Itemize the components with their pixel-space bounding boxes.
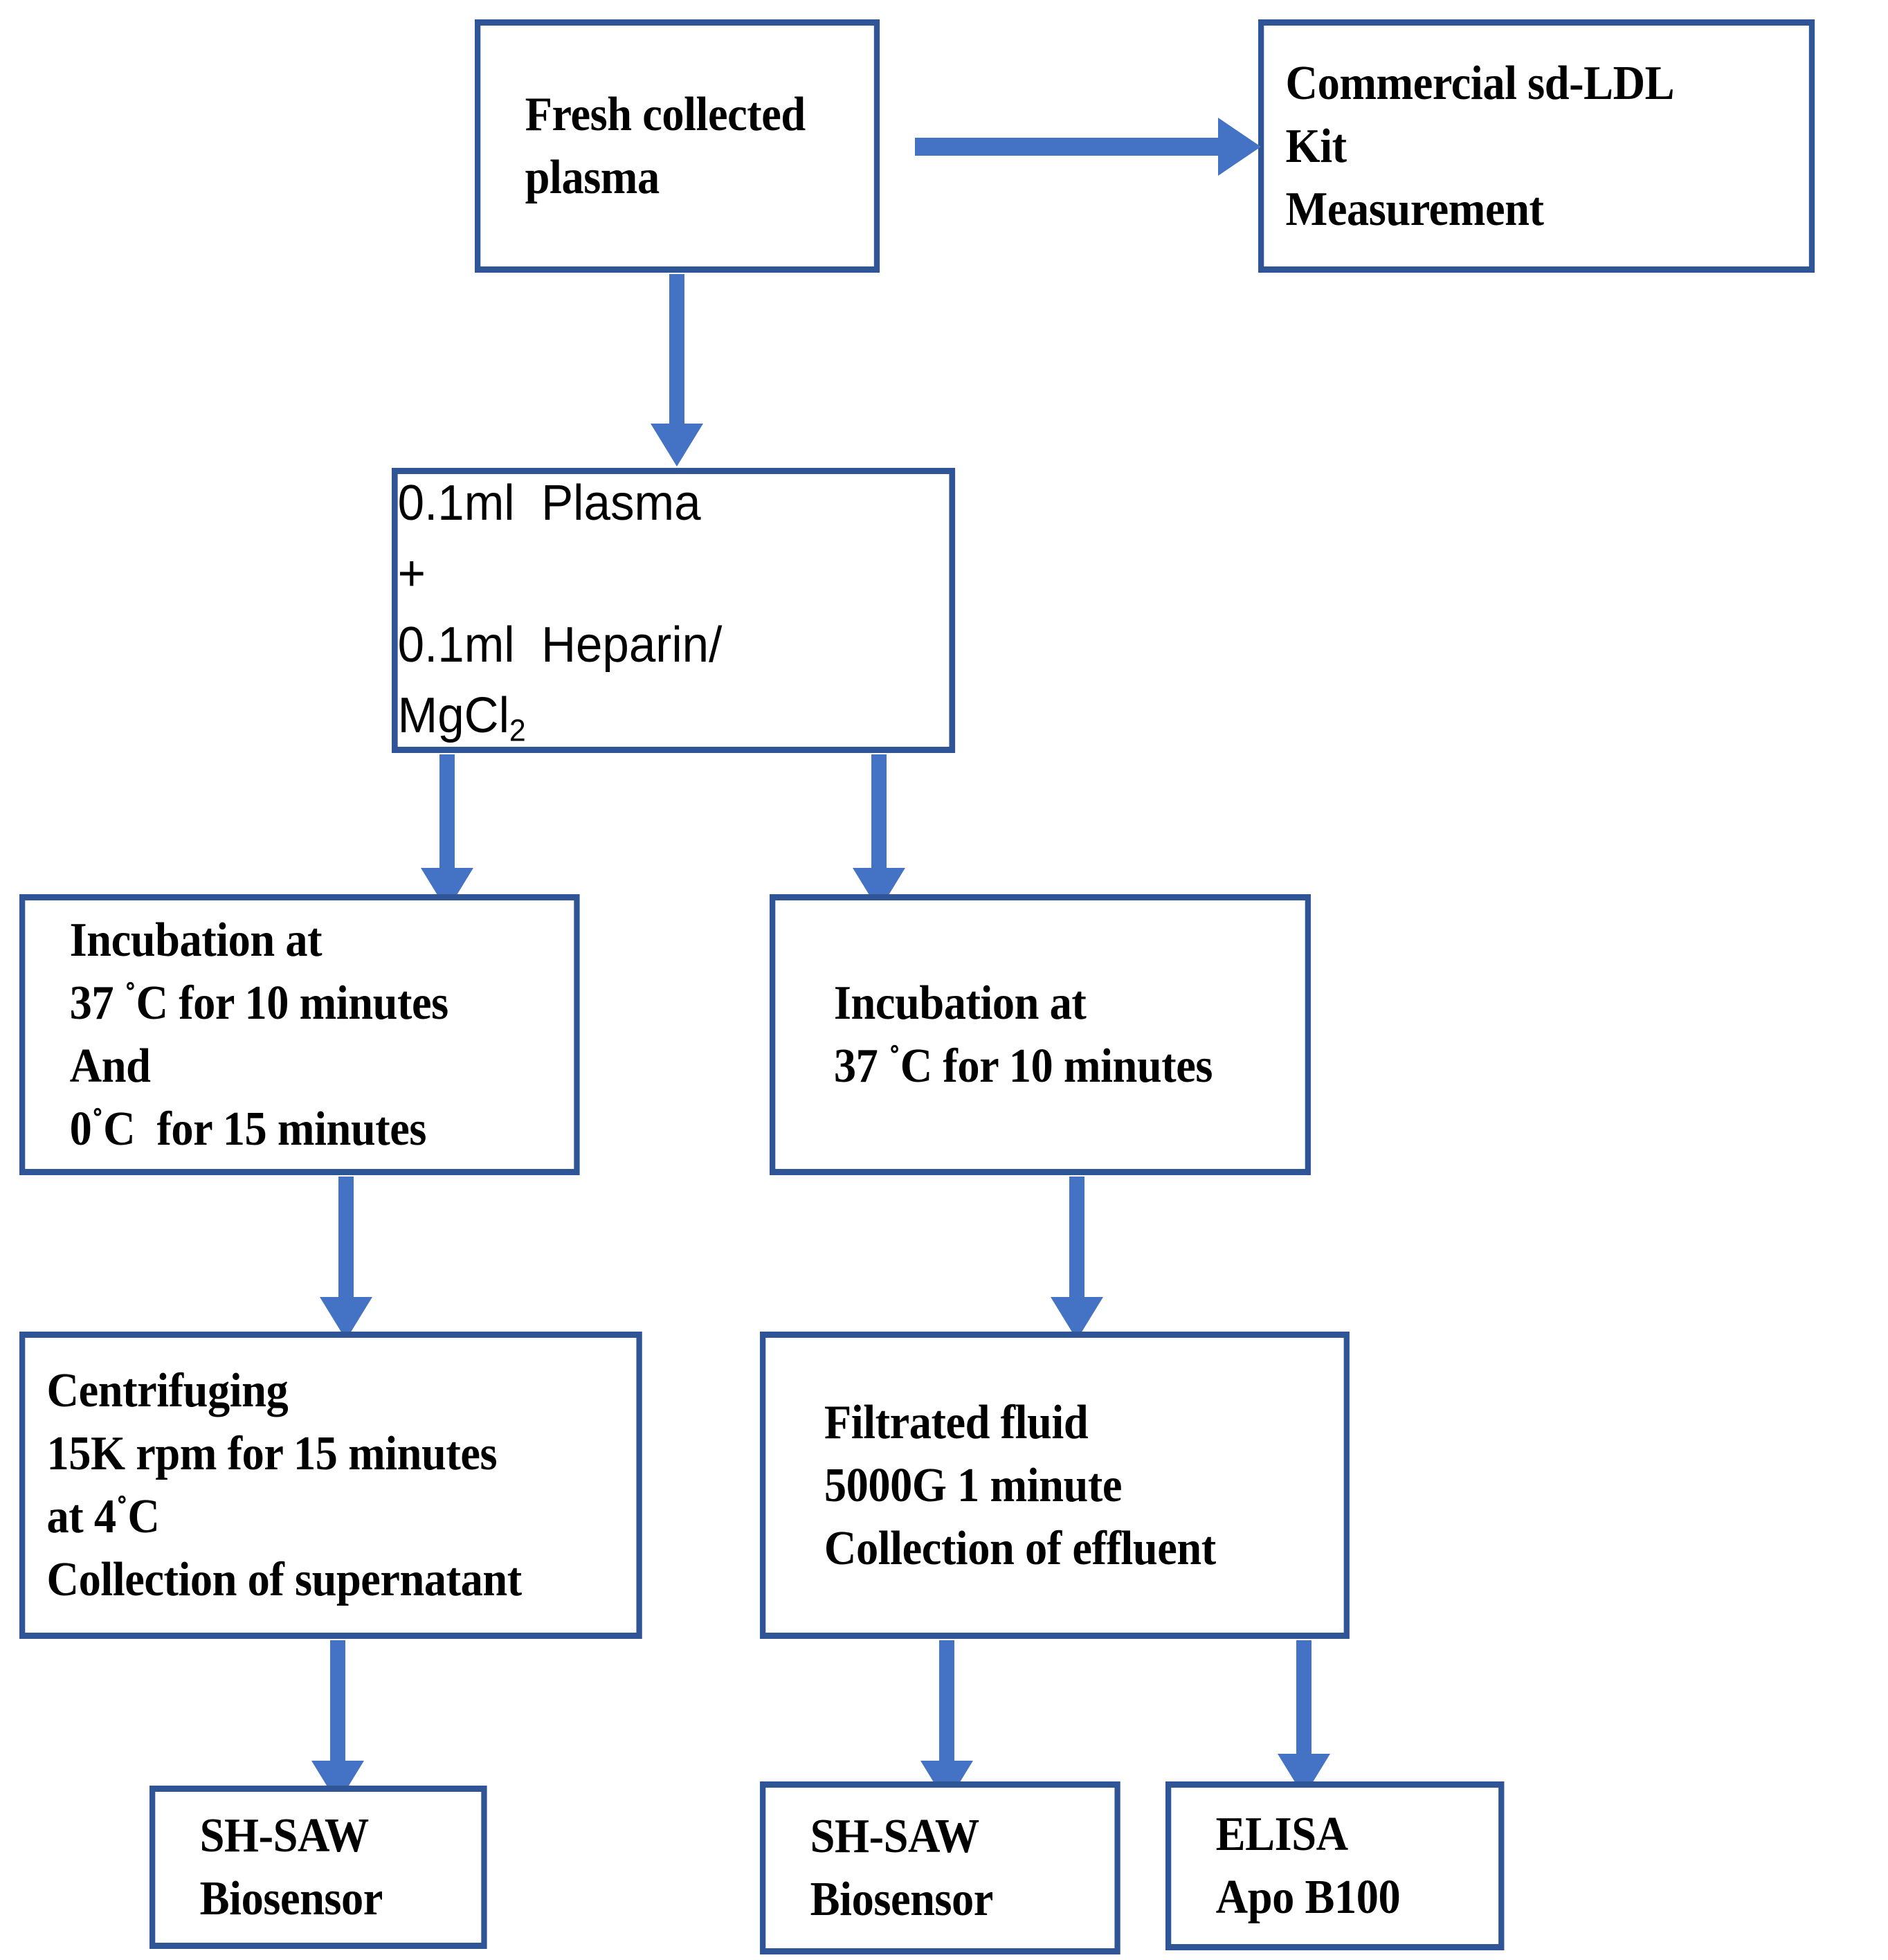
node-line: + bbox=[397, 546, 426, 602]
degree-icon: ˚ bbox=[889, 1039, 900, 1082]
node-line: Centrifuging bbox=[46, 1364, 289, 1417]
arrow-incubation-right-to-filtrated bbox=[1051, 1177, 1103, 1340]
arrow-centrifuging-to-biosensor-left bbox=[311, 1640, 364, 1804]
arrow-shaft bbox=[915, 138, 1224, 156]
node-line: Collection of effluent bbox=[824, 1521, 1216, 1575]
node-line: plasma bbox=[525, 151, 660, 204]
arrow-shaft bbox=[1296, 1640, 1311, 1754]
node-incubation-right[interactable]: Incubation at 37 ˚C for 10 minutes bbox=[770, 894, 1311, 1175]
node-plasma-heparin-mixture[interactable]: 0.1ml Plasma + 0.1ml Heparin/ MgCl2 bbox=[392, 468, 956, 753]
arrow-shaft bbox=[338, 1177, 354, 1297]
node-line: Fresh collected bbox=[525, 88, 806, 141]
node-incubation-left[interactable]: Incubation at 37 ˚C for 10 minutes And 0… bbox=[19, 894, 580, 1175]
node-centrifuging[interactable]: Centrifuging 15K rpm for 15 minutes at 4… bbox=[19, 1332, 642, 1639]
temp-rest: C for 15 minutes bbox=[103, 1102, 426, 1156]
arrow-shaft bbox=[939, 1640, 954, 1761]
node-line: SH-SAW bbox=[810, 1810, 980, 1863]
node-line: 15K rpm for 15 minutes bbox=[46, 1427, 498, 1480]
node-biosensor-left[interactable]: SH-SAW Biosensor bbox=[149, 1786, 487, 1949]
arrow-head bbox=[1218, 118, 1261, 176]
arrow-mixture-to-incubation-left bbox=[421, 754, 473, 911]
arrow-shaft bbox=[330, 1640, 345, 1761]
degree-icon: ˚ bbox=[91, 1102, 104, 1145]
arrow-incubation-left-to-centrifuging bbox=[320, 1177, 372, 1340]
node-line: And bbox=[69, 1040, 151, 1093]
node-line: 0.1ml Plasma bbox=[397, 475, 701, 532]
arrow-filtrated-to-elisa bbox=[1278, 1640, 1330, 1797]
arrow-filtrated-to-biosensor-mid bbox=[920, 1640, 973, 1804]
temp-value: 0 bbox=[69, 1102, 92, 1156]
formula-base: MgCl bbox=[397, 687, 509, 743]
node-line: Biosensor bbox=[810, 1873, 994, 1926]
arrow-shaft bbox=[439, 754, 455, 868]
node-line: 37 ˚C for 10 minutes bbox=[25, 972, 574, 1035]
degree-icon: ˚ bbox=[116, 1489, 128, 1533]
temp-value: 37 bbox=[69, 977, 125, 1030]
temp-value: at 4 bbox=[46, 1490, 117, 1543]
arrow-shaft bbox=[1069, 1177, 1084, 1297]
temp-rest: C bbox=[127, 1490, 160, 1543]
arrow-plasma-to-kit bbox=[915, 118, 1261, 176]
node-line: Measurement bbox=[1285, 182, 1544, 236]
node-line-formula: MgCl2 bbox=[398, 680, 950, 753]
node-line: Filtrated fluid bbox=[824, 1395, 1089, 1449]
temp-rest: C for 10 minutes bbox=[900, 1040, 1213, 1093]
temp-rest: C for 10 minutes bbox=[136, 977, 449, 1030]
node-biosensor-mid[interactable]: SH-SAW Biosensor bbox=[760, 1781, 1120, 1954]
node-line: ELISA bbox=[1215, 1808, 1348, 1861]
node-line: 0.1ml Heparin/ bbox=[397, 617, 723, 673]
node-line: 5000G 1 minute bbox=[824, 1458, 1123, 1512]
temp-value: 37 bbox=[833, 1040, 889, 1093]
node-commercial-sd-ldl-kit[interactable]: Commercial sd-LDL Kit Measurement bbox=[1258, 19, 1815, 273]
arrow-mixture-to-incubation-right bbox=[853, 754, 905, 911]
node-line: Apo B100 bbox=[1215, 1871, 1401, 1924]
degree-icon: ˚ bbox=[124, 976, 136, 1019]
node-line: Incubation at bbox=[833, 977, 1087, 1030]
node-line: Incubation at bbox=[69, 914, 323, 967]
node-line: Biosensor bbox=[199, 1872, 383, 1925]
arrow-shaft bbox=[871, 754, 887, 868]
arrow-head bbox=[651, 424, 703, 466]
node-line: Commercial sd-LDL bbox=[1285, 56, 1675, 110]
formula-subscript: 2 bbox=[509, 714, 526, 748]
node-line: Collection of supernatant bbox=[46, 1553, 523, 1606]
arrow-plasma-to-mixture bbox=[651, 274, 703, 466]
node-fresh-collected-plasma[interactable]: Fresh collected plasma bbox=[475, 19, 880, 273]
node-line: 37 ˚C for 10 minutes bbox=[775, 1035, 1305, 1098]
arrow-shaft bbox=[669, 274, 684, 424]
node-line: Kit bbox=[1285, 119, 1347, 173]
node-elisa-apo-b100[interactable]: ELISA Apo B100 bbox=[1165, 1781, 1505, 1950]
node-line: 0˚C for 15 minutes bbox=[25, 1098, 574, 1161]
node-line: SH-SAW bbox=[199, 1809, 370, 1862]
node-filtrated-fluid[interactable]: Filtrated fluid 5000G 1 minute Collectio… bbox=[760, 1332, 1350, 1639]
node-line: at 4˚C bbox=[25, 1485, 636, 1548]
